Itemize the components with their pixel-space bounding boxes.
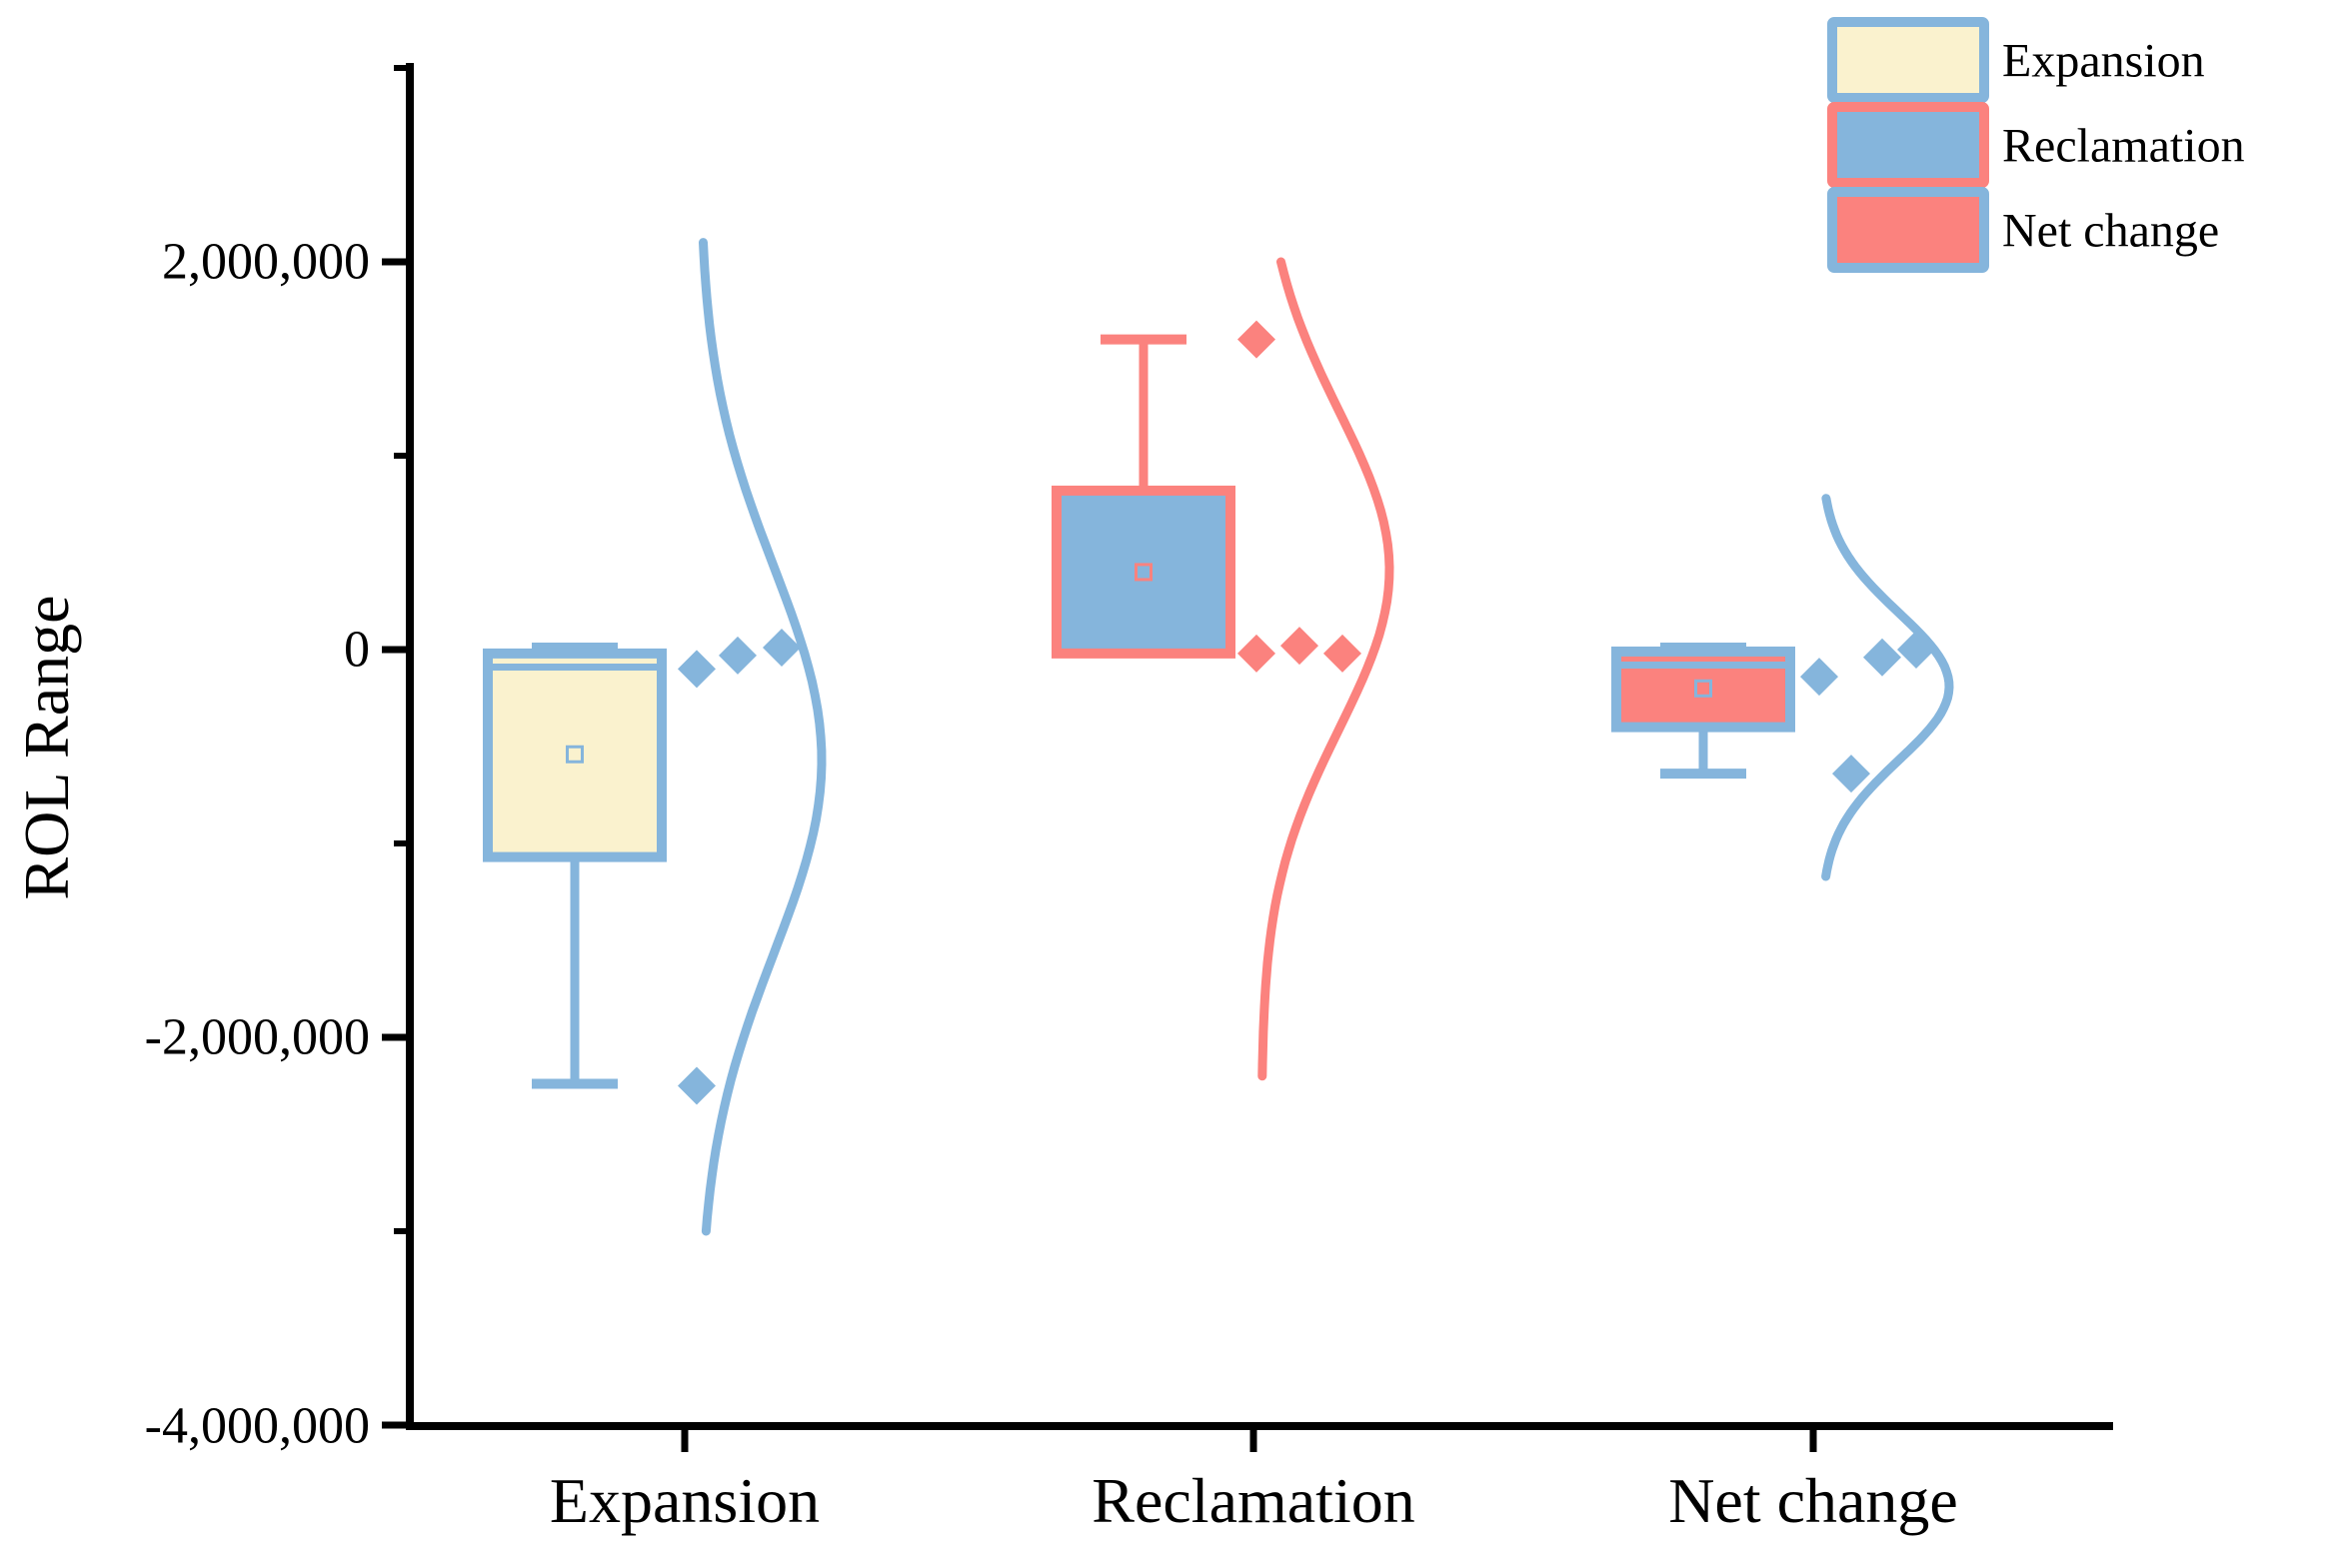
legend-label-expansion: Expansion: [2002, 35, 2205, 88]
net-change-data-point-diamond: [1863, 638, 1901, 677]
legend-label-reclamation: Reclamation: [2002, 120, 2245, 173]
reclamation-box: [1052, 485, 1235, 659]
expansion-data-point-diamond: [678, 1066, 716, 1105]
expansion-data-point-diamond: [763, 629, 801, 668]
expansion-mean-marker: [566, 745, 584, 764]
text-layer: ROL Range 2,000,000 0 -2,000,000 -4,000,…: [11, 234, 1958, 1537]
net-change-mean-marker: [1694, 679, 1712, 698]
legend: Expansion Reclamation Net change: [1827, 17, 2245, 273]
legend-swatch-net-change: [1827, 187, 1989, 273]
y-axis-title: ROL Range: [11, 595, 82, 899]
net-change-violin-curve: [1821, 494, 1954, 881]
y-tick-label: 0: [344, 622, 370, 679]
boxes-layer: [483, 334, 1795, 1089]
x-category-label-reclamation: Reclamation: [1092, 1465, 1414, 1536]
x-category-label-net-change: Net change: [1668, 1465, 1958, 1536]
reclamation-data-point-diamond: [1237, 320, 1275, 359]
reclamation-mean-marker: [1135, 563, 1153, 582]
y-tick-label: -2,000,000: [145, 1009, 370, 1066]
legend-swatch-reclamation: [1827, 102, 1989, 188]
expansion-box: [483, 648, 667, 862]
x-category-label-expansion: Expansion: [550, 1465, 820, 1536]
expansion-violin-curve: [699, 238, 827, 1236]
reclamation-data-point-diamond: [1280, 627, 1318, 666]
violins-layer: [699, 238, 1954, 1236]
net-change-data-point-diamond: [1897, 631, 1935, 669]
axes-layer: [382, 63, 2113, 1452]
reclamation-violin-curve: [1257, 257, 1394, 1081]
expansion-data-point-diamond: [678, 650, 716, 689]
net-change-data-point-diamond: [1800, 658, 1838, 697]
net-change-data-point-diamond: [1832, 755, 1870, 793]
y-tick-label: 2,000,000: [162, 234, 370, 291]
reclamation-data-point-diamond: [1323, 634, 1361, 673]
y-tick-label: -4,000,000: [145, 1398, 370, 1455]
points-layer: [678, 320, 1935, 1105]
expansion-data-point-diamond: [719, 636, 757, 675]
legend-label-net-change: Net change: [2002, 205, 2219, 258]
reclamation-data-point-diamond: [1237, 634, 1275, 673]
legend-swatch-expansion: [1827, 17, 1989, 103]
